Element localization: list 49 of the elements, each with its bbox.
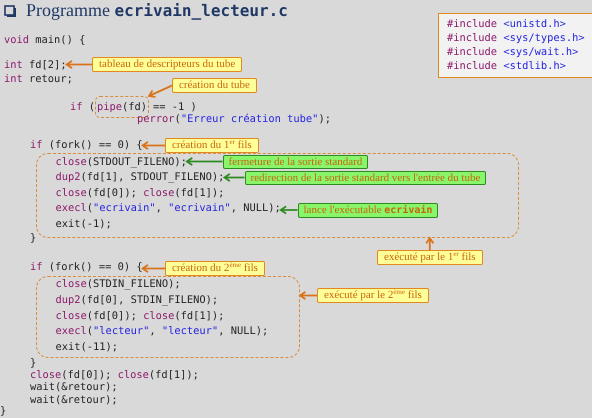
arrow bbox=[148, 84, 172, 98]
code-line: close(fd[0]); close(fd[1]); bbox=[56, 186, 224, 200]
code-line: int retour; bbox=[4, 72, 73, 86]
callout-box: création du tube bbox=[172, 78, 257, 93]
arrow bbox=[425, 237, 434, 250]
dashed-region bbox=[36, 276, 300, 358]
code-line: execl("ecrivain", "ecrivain", NULL); bbox=[56, 200, 281, 214]
arrow bbox=[142, 264, 165, 273]
arrow bbox=[66, 60, 92, 69]
code-line: close(fd[0]); close(fd[1]); bbox=[30, 368, 199, 382]
code-line: int fd[2]; bbox=[4, 58, 67, 72]
arrow bbox=[299, 291, 317, 300]
code-line: } bbox=[30, 231, 36, 245]
code-line: execl("lecteur", "lecteur", NULL); bbox=[56, 324, 268, 338]
code-line: dup2(fd[1], STDOUT_FILENO); bbox=[56, 170, 224, 184]
code-line: dup2(fd[0], STDIN_FILENO); bbox=[56, 292, 218, 306]
code-line: exit(-11); bbox=[56, 340, 118, 354]
arrow bbox=[142, 141, 165, 150]
code-line: wait(&retour); bbox=[30, 380, 118, 394]
dashed-region bbox=[36, 153, 519, 238]
arrow bbox=[224, 173, 244, 182]
include-box bbox=[438, 13, 592, 78]
code-line: void main() { bbox=[4, 33, 86, 47]
code-line: close(STDOUT_FILENO); bbox=[56, 154, 187, 168]
code-line: close(STDIN_FILENO); bbox=[56, 276, 181, 290]
code-line: } bbox=[30, 356, 36, 370]
code-line: == -1 ) bbox=[153, 100, 197, 114]
code-line: #include <sys/types.h> bbox=[447, 31, 585, 45]
code-line: wait(&retour); bbox=[30, 393, 118, 407]
code-line: if ( bbox=[70, 100, 96, 114]
callout-box: fermeture de la sortie standard bbox=[222, 154, 368, 168]
arrow bbox=[280, 206, 298, 214]
callout-box: exécuté par le 2$^{ème}$ fils bbox=[317, 288, 429, 303]
title: Programme ecrivain_lecteur.c bbox=[26, 0, 288, 21]
code-line: if (fork() == 0) { bbox=[30, 260, 143, 274]
code-line: close(fd[0]); close(fd[1]); bbox=[56, 308, 224, 322]
callout-box: création du 1$^{er}$ fils bbox=[165, 138, 259, 153]
code-line: #include <unistd.h> bbox=[447, 17, 567, 31]
callout-box: exécuté par le 1$^{er}$ fils bbox=[377, 250, 483, 265]
code-line: exit(-1); bbox=[56, 216, 112, 230]
code-line: #include <stdlib.h> bbox=[447, 59, 567, 73]
code-line: if (fork() == 0) { bbox=[30, 138, 143, 152]
callout-box: tableau de descripteurs du tube bbox=[92, 57, 242, 72]
arrow bbox=[186, 157, 222, 166]
code-line: #include <sys/wait.h> bbox=[447, 45, 580, 59]
callout-box: lance l'exécutable ecrivain bbox=[298, 202, 438, 218]
callout-box: création du 2$^{ème}$ fils bbox=[165, 261, 265, 276]
code-line: } bbox=[0, 404, 6, 418]
callout-box: redirection de la sortie standard vers l'entrée du tube bbox=[244, 170, 486, 184]
